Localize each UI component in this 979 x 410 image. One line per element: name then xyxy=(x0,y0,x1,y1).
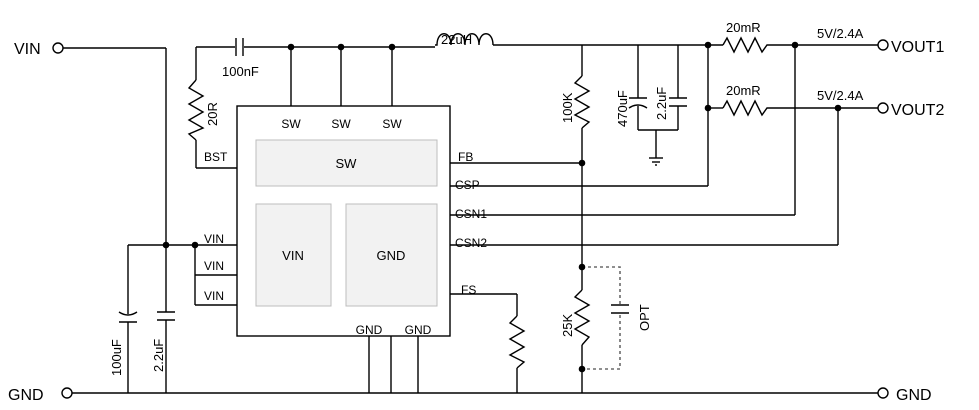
wire-net xyxy=(63,44,878,394)
vin-terminal-label: VIN xyxy=(14,41,41,58)
cap-opt-symbol xyxy=(611,304,629,314)
vout1-terminal-circle xyxy=(877,39,889,51)
pin-gnd1-label: GND xyxy=(356,323,383,337)
gnd-left-terminal-label: GND xyxy=(8,387,44,404)
cap-out-small-symbol xyxy=(669,97,687,107)
inductor-symbol xyxy=(435,33,494,46)
inductor-label: 22uH xyxy=(441,32,472,47)
cap-out-small-label: 2.2uF xyxy=(654,87,669,120)
pin-gnd2-label: GND xyxy=(405,323,432,337)
res-fb-top-symbol xyxy=(573,75,591,129)
res-sense1-symbol xyxy=(722,36,771,54)
pin-fb-label: FB xyxy=(458,150,473,164)
ic-pad-sw xyxy=(255,139,438,187)
junction-dots xyxy=(162,41,842,373)
res-fs-symbol xyxy=(508,315,526,369)
gnd-right-terminal-circle xyxy=(877,387,889,399)
pin-bst-label: BST xyxy=(204,150,228,164)
vout2-rating-label: 5V/2.4A xyxy=(817,88,864,103)
pin-csn1-label: CSN1 xyxy=(455,207,487,221)
gnd-left-terminal-circle xyxy=(61,387,73,399)
cap-out-bulk-label: 470uF xyxy=(615,90,630,127)
res-fb-bottom-symbol xyxy=(573,289,591,346)
ic-pad-gnd-label: GND xyxy=(377,248,406,263)
vout1-terminal-label: VOUT1 xyxy=(891,39,944,56)
vout2-terminal-label: VOUT2 xyxy=(891,102,944,119)
ic-pad-sw-label: SW xyxy=(336,156,358,171)
cap-in-small-symbol xyxy=(157,311,175,321)
cap-in-bulk-symbol xyxy=(118,311,138,323)
vout1-rating-label: 5V/2.4A xyxy=(817,26,864,41)
ic-pad-vin xyxy=(255,203,332,307)
pin-sw3-label: SW xyxy=(382,117,402,131)
vout2-terminal-circle xyxy=(877,102,889,114)
cap-boot-symbol xyxy=(235,38,244,56)
pin-csn2-label: CSN2 xyxy=(455,236,487,250)
res-boot-label: 20R xyxy=(205,102,220,126)
ground-symbol xyxy=(649,157,663,166)
ic-pad-gnd xyxy=(345,203,438,307)
res-boot-symbol xyxy=(187,79,205,141)
res-fb-top-label: 100K xyxy=(560,92,575,123)
opt-dashed-branch xyxy=(582,266,621,370)
pin-vin1-label: VIN xyxy=(204,232,224,246)
res-sense2-symbol xyxy=(722,99,771,117)
ic-pad-vin-label: VIN xyxy=(282,248,304,263)
pin-csp-label: CSP xyxy=(455,178,480,192)
pin-fs-label: FS xyxy=(461,283,476,297)
cap-out-bulk-symbol xyxy=(628,97,648,109)
cap-boot-label: 100nF xyxy=(222,64,259,79)
gnd-right-terminal-label: GND xyxy=(896,387,932,404)
res-sense1-label: 20mR xyxy=(726,20,761,35)
res-sense2-label: 20mR xyxy=(726,83,761,98)
cap-opt-label: OPT xyxy=(637,304,652,331)
cap-in-small-label: 2.2uF xyxy=(151,339,166,372)
pin-vin3-label: VIN xyxy=(204,289,224,303)
pin-sw2-label: SW xyxy=(331,117,351,131)
pin-vin2-label: VIN xyxy=(204,259,224,273)
res-fb-bottom-label: 25K xyxy=(560,314,575,337)
vin-terminal-circle xyxy=(52,42,64,54)
cap-in-bulk-label: 100uF xyxy=(109,339,124,376)
pin-sw1-label: SW xyxy=(281,117,301,131)
